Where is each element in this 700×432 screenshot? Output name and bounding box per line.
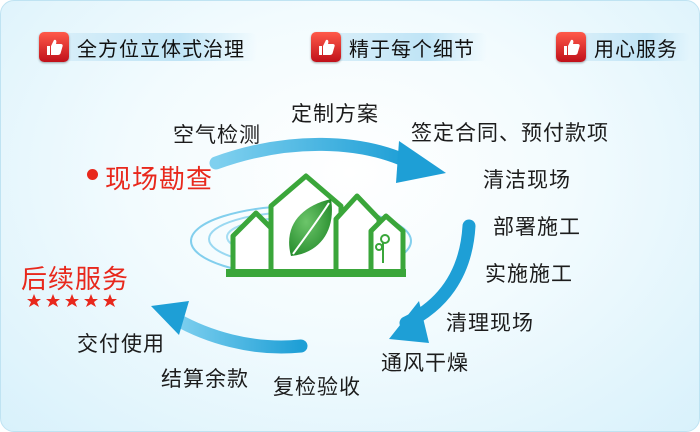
rating-stars (27, 294, 117, 307)
step-air-test: 空气检测 (173, 123, 261, 147)
badge-label: 精于每个细节 (349, 36, 475, 61)
step-sign-contract: 签定合同、预付款项 (411, 121, 609, 145)
step-settlement: 结算余款 (161, 367, 249, 391)
step-recheck: 复检验收 (273, 375, 361, 399)
badge-service: 用心服务 (556, 27, 690, 67)
step-ventilate-dry: 通风干燥 (381, 351, 469, 375)
flower-icon (375, 234, 390, 263)
step-tidy-site: 清理现场 (446, 311, 534, 335)
badge-label: 用心服务 (594, 36, 678, 61)
stage-site-survey: 现场勘查 (105, 165, 214, 195)
arrow-right-down-icon (389, 219, 476, 343)
step-handover: 交付使用 (77, 332, 165, 356)
leaf-icon (289, 199, 332, 256)
green-house-icon (226, 173, 406, 277)
thumbs-up-icon (311, 32, 341, 62)
step-implement: 实施施工 (485, 262, 573, 286)
badge-label: 全方位立体式治理 (77, 36, 245, 61)
step-deploy: 部署施工 (493, 215, 581, 239)
arrow-top-right-icon (209, 137, 446, 183)
badge-comprehensive: 全方位立体式治理 (39, 27, 257, 67)
step-clean-site: 清洁现场 (483, 168, 571, 192)
thumbs-up-icon (556, 32, 586, 62)
badge-detail: 精于每个细节 (311, 27, 487, 67)
thumbs-up-icon (39, 32, 69, 62)
arrow-bottom-left-icon (151, 301, 308, 354)
bullet-dot (87, 169, 98, 180)
step-custom-plan: 定制方案 (291, 102, 379, 126)
stage-after-service: 后续服务 (21, 265, 130, 295)
